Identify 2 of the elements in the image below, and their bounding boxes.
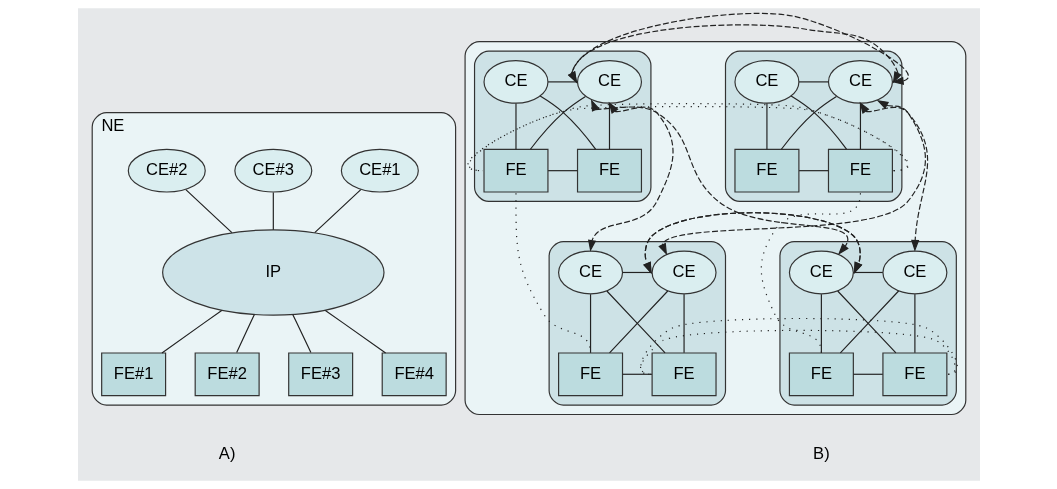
label: A) — [218, 444, 235, 464]
label: B) — [812, 444, 830, 464]
